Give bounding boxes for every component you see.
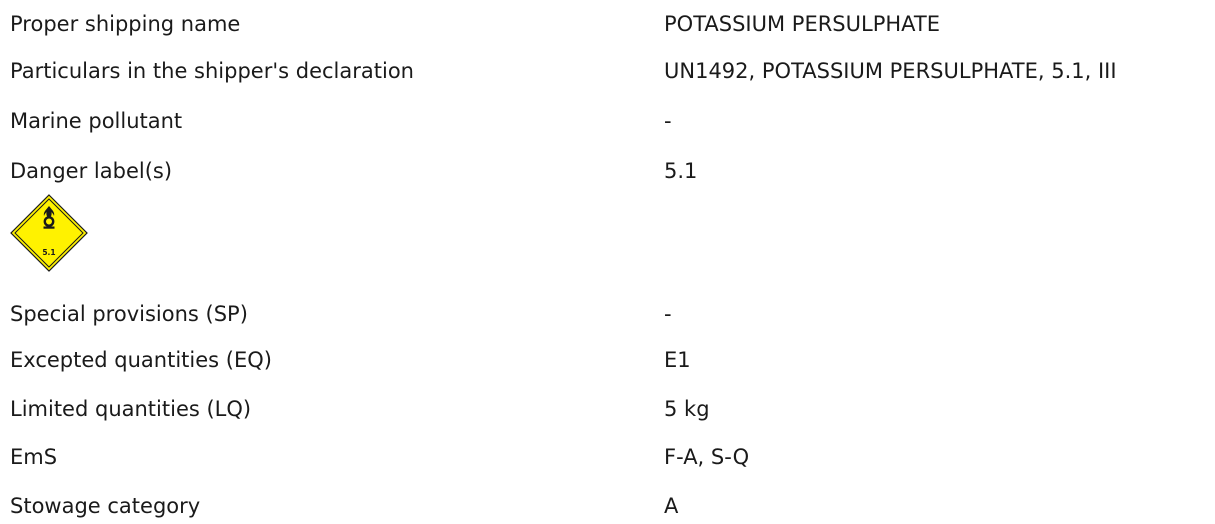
label-shipper-declaration: Particulars in the shipper's declaration bbox=[10, 59, 414, 83]
value-shipper-declaration: UN1492, POTASSIUM PERSULPHATE, 5.1, III bbox=[664, 59, 1117, 83]
label-danger-labels: Danger label(s) bbox=[10, 159, 173, 183]
value-special-provisions: - bbox=[664, 302, 672, 326]
label-special-provisions: Special provisions (SP) bbox=[10, 302, 248, 326]
label-marine-pollutant: Marine pollutant bbox=[10, 109, 183, 133]
placard-class-number: 5.1 bbox=[42, 248, 55, 257]
value-stowage-category: A bbox=[664, 494, 679, 518]
label-limited-quantities: Limited quantities (LQ) bbox=[10, 397, 252, 421]
label-proper-shipping-name: Proper shipping name bbox=[10, 12, 241, 36]
value-limited-quantities: 5 kg bbox=[664, 397, 710, 421]
label-excepted-quantities: Excepted quantities (EQ) bbox=[10, 348, 272, 372]
oxidizer-placard-icon: 5.1 bbox=[10, 194, 88, 272]
value-excepted-quantities: E1 bbox=[664, 348, 691, 372]
value-ems: F-A, S-Q bbox=[664, 445, 750, 469]
value-danger-labels: 5.1 bbox=[664, 159, 698, 183]
value-proper-shipping-name: POTASSIUM PERSULPHATE bbox=[664, 12, 940, 36]
label-stowage-category: Stowage category bbox=[10, 494, 201, 518]
value-marine-pollutant: - bbox=[664, 109, 672, 133]
label-ems: EmS bbox=[10, 445, 58, 469]
